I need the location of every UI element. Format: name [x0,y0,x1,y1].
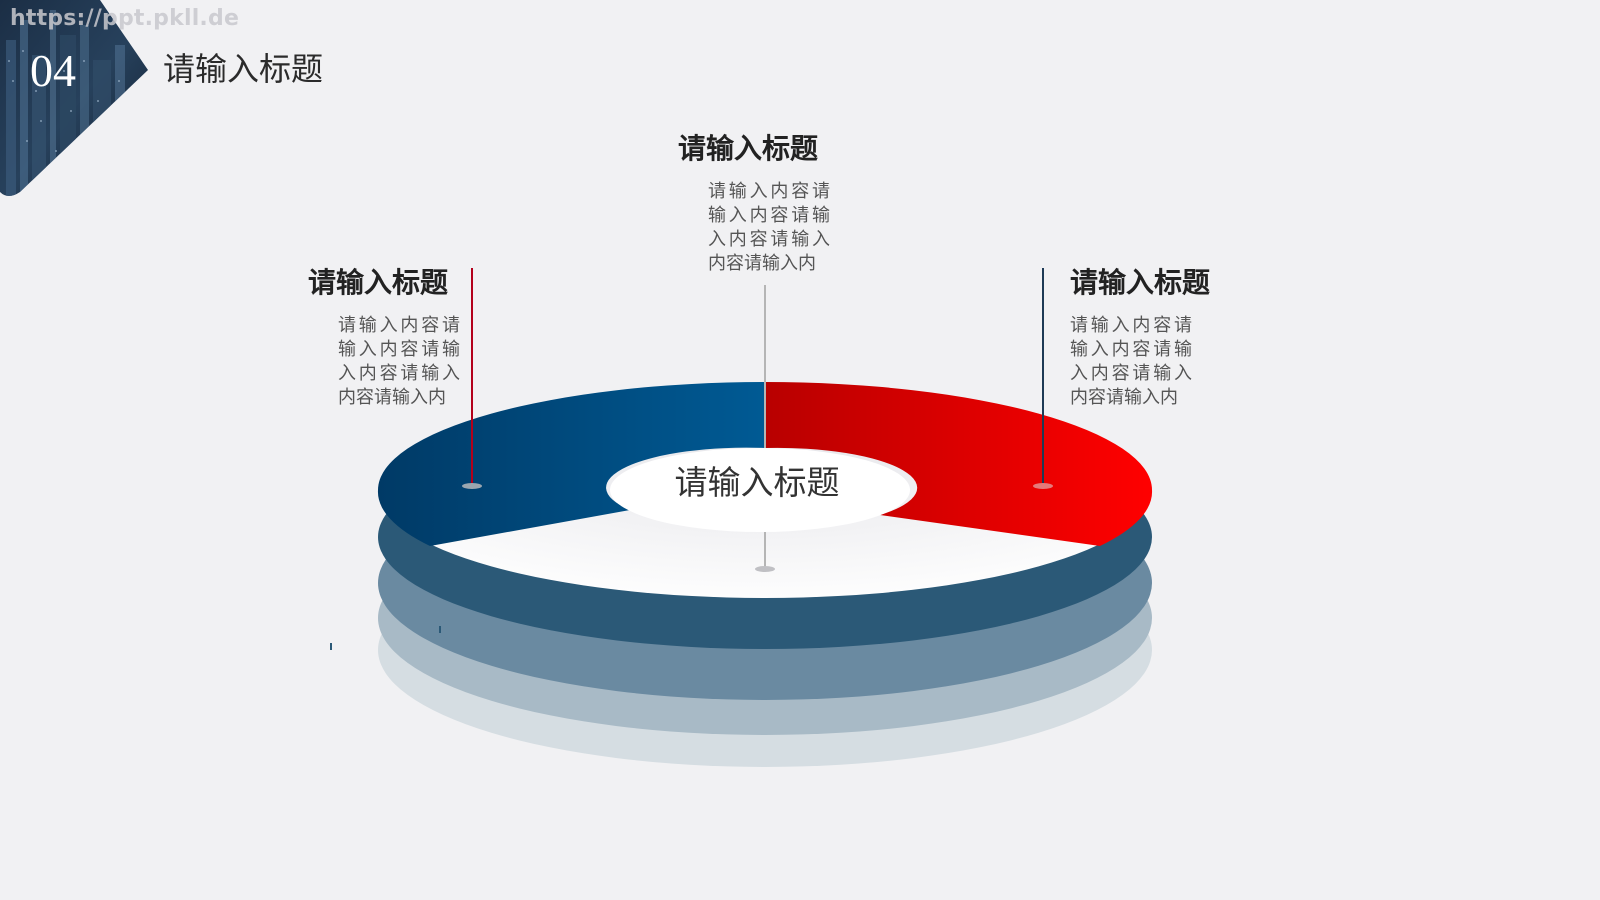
center-title: 请输入标题 [612,465,902,501]
label-body-left: 请输入内容请输入内容请输入内容请输入内容请输入内 [338,314,460,410]
label-title-top: 请输入标题 [678,134,818,165]
label-title-right: 请输入标题 [1070,268,1210,299]
stray-mark [439,626,441,633]
stray-mark [330,643,332,650]
label-title-left: 请输入标题 [308,268,448,299]
leader-dot-left [462,483,482,489]
leader-dot-right [1033,483,1053,489]
leader-dot-center [755,566,775,572]
label-body-top: 请输入内容请输入内容请输入内容请输入内容请输入内 [708,180,830,276]
label-body-right: 请输入内容请输入内容请输入内容请输入内容请输入内 [1070,314,1192,410]
